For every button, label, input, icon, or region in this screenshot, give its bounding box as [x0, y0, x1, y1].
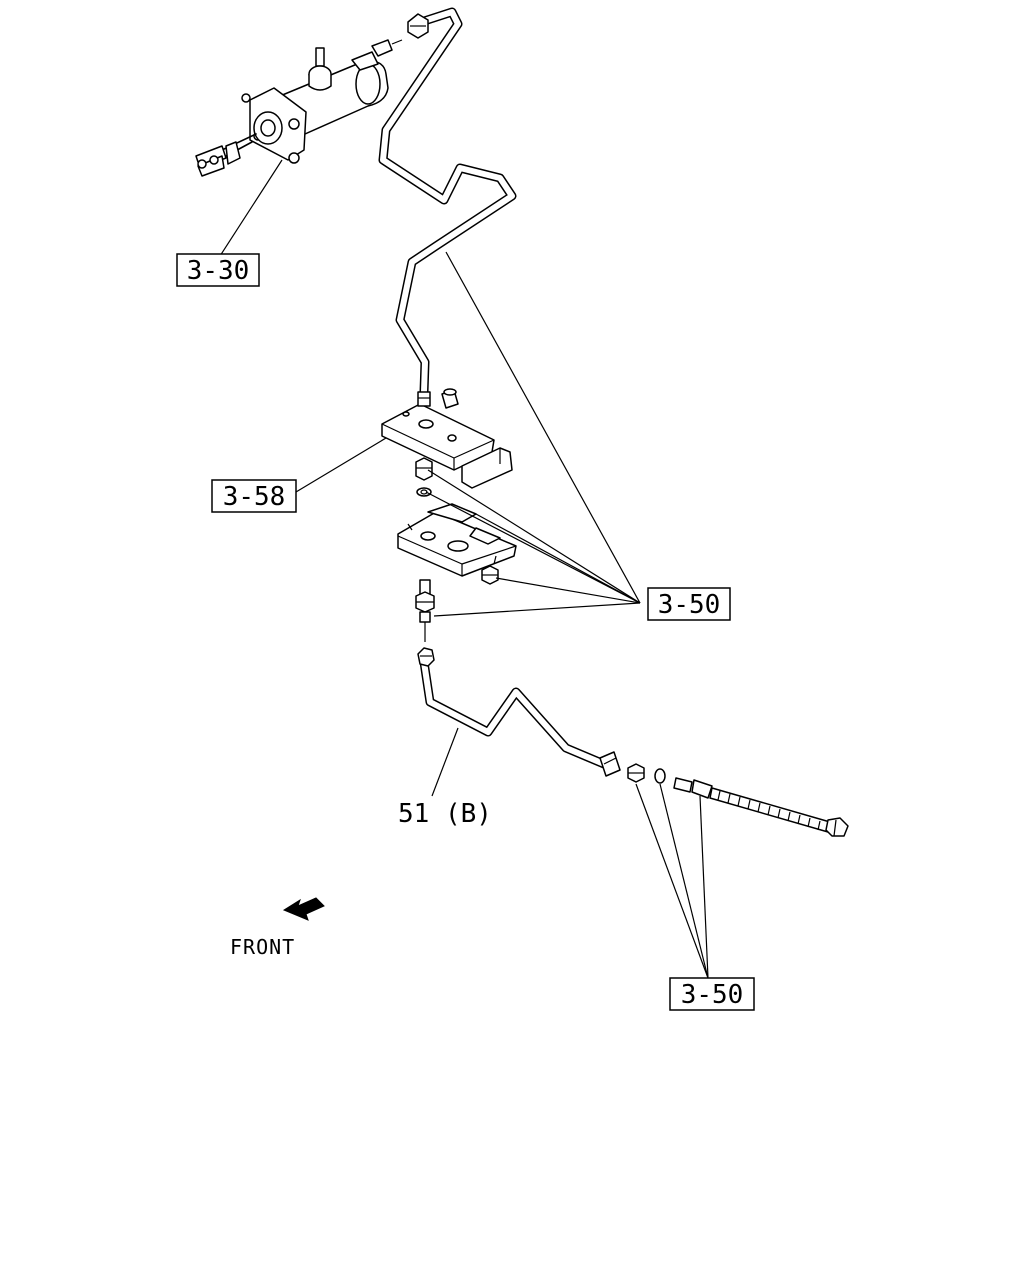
washer [416, 487, 432, 497]
upper-bracket [381, 388, 513, 489]
hose-ribs [717, 790, 821, 831]
callout-label-3-58: 3-58 [223, 482, 286, 512]
bracket-nut [481, 565, 499, 585]
leader-lines [219, 159, 709, 979]
lower-union-nut [627, 763, 645, 783]
front-arrow-icon [282, 897, 325, 921]
front-label: FRONT [230, 935, 295, 959]
front-indicator: FRONT [230, 897, 325, 959]
pipe-connector [415, 579, 435, 642]
callout-51b[interactable]: 51 (B) [398, 799, 492, 829]
callout-label-3-30: 3-30 [187, 256, 250, 286]
callout-label-51b: 51 (B) [398, 799, 492, 829]
callout-3-58[interactable]: 3-58 [211, 479, 297, 513]
union-nut [415, 457, 433, 481]
lower-clutch-pipe [417, 647, 621, 777]
clutch-master-cylinder [195, 39, 403, 177]
callout-3-50-lower[interactable]: 3-50 [669, 977, 755, 1011]
upper-flare-nut [407, 13, 429, 39]
lower-washer [654, 768, 666, 784]
callout-label-3-50-lower: 3-50 [681, 980, 744, 1010]
callout-3-50-upper[interactable]: 3-50 [647, 587, 731, 621]
flexible-hose [673, 777, 849, 837]
upper-clutch-pipe [378, 7, 517, 397]
callout-label-3-50-upper: 3-50 [658, 590, 721, 620]
callout-3-30[interactable]: 3-30 [176, 253, 260, 287]
